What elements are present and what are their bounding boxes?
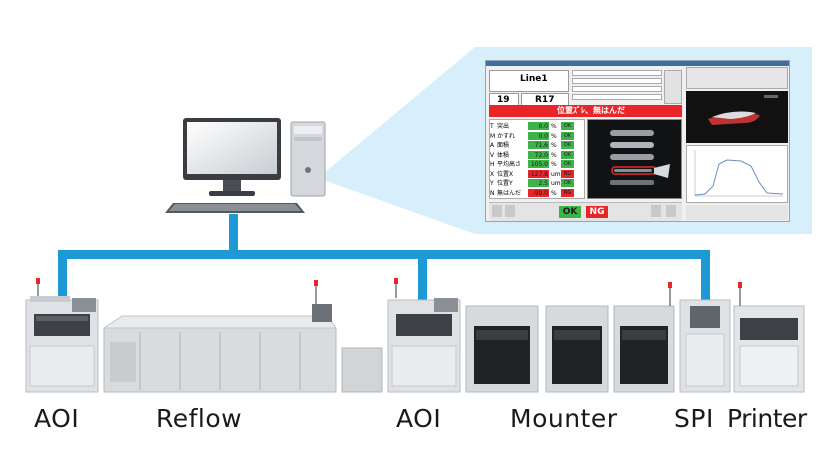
info-field-3: [572, 86, 662, 92]
machine-reflow: [102, 280, 383, 393]
measurement-unit: %: [551, 151, 557, 159]
measurement-key: N: [490, 189, 495, 197]
network-backbone: [58, 250, 710, 259]
defect-banner: 位置ｽﾞﾚ、無はんだ: [489, 105, 682, 117]
measurement-name: 無はんだ: [497, 189, 522, 197]
network-drop-aoi-left: [58, 250, 67, 305]
label-spi: SPI: [674, 404, 714, 433]
measurement-unit: %: [551, 189, 557, 197]
measurement-unit: um: [551, 180, 561, 187]
measurement-key: V: [490, 151, 495, 159]
production-line: [25, 278, 805, 393]
measurement-status: OK: [561, 160, 574, 168]
measurement-value: 71.6: [528, 141, 549, 149]
height-profile-chart: [694, 150, 784, 197]
machine-mounter-1: [465, 305, 539, 393]
ng-button[interactable]: NG: [586, 206, 608, 218]
measurement-key: Y: [490, 180, 494, 187]
info-field-2: [572, 78, 662, 84]
network-drop-aoi-mid: [418, 250, 427, 305]
measurement-key: T: [490, 123, 494, 130]
label-aoi-left: AOI: [34, 404, 80, 433]
network-drop-spi: [701, 250, 710, 305]
profile-graph: [686, 145, 788, 203]
bottom-toolbar: [489, 202, 682, 221]
measurement-key: A: [490, 142, 495, 149]
measurement-key: H: [490, 161, 495, 168]
measurement-value: -127.8: [528, 169, 549, 178]
info-field-4: [572, 94, 662, 100]
component-ref-value: R17: [535, 95, 555, 105]
measurement-key: M: [490, 132, 496, 140]
right-toolbar: [686, 67, 788, 89]
measurement-status: OK: [561, 122, 574, 130]
board-number-value: 19: [497, 95, 510, 105]
toolbar-icon-2[interactable]: [505, 205, 515, 217]
right-bottom-bar: [686, 205, 788, 220]
measurement-value: 105.0: [528, 160, 549, 168]
machine-aoi-left: [25, 278, 99, 393]
measurement-unit: %: [551, 132, 557, 140]
measurement-status: OK: [561, 131, 574, 140]
measurement-name: 位置X: [497, 170, 514, 178]
machine-printer: [733, 282, 805, 393]
solder-pads-image: [610, 130, 670, 185]
nav-buttons[interactable]: [664, 70, 682, 104]
info-field-1: [572, 70, 662, 76]
toolbar-icon-1[interactable]: [492, 205, 502, 217]
measurement-value: 0.0: [528, 122, 549, 130]
toolbar-icon-4[interactable]: [666, 205, 676, 217]
measurement-name: 突出: [497, 123, 510, 130]
machine-mounter-3: [613, 282, 675, 393]
label-aoi-mid: AOI: [396, 404, 442, 433]
computer-workstation: [165, 118, 326, 213]
line-name: Line1: [520, 74, 548, 84]
label-printer: Printer: [727, 404, 807, 433]
network-drop-computer: [229, 214, 238, 258]
toolbar-icon-3[interactable]: [651, 205, 661, 217]
3d-view: [686, 91, 788, 143]
measurement-status: OK: [561, 141, 574, 149]
measurement-name: 平均高さ: [497, 161, 522, 168]
measurement-status: NG: [561, 188, 574, 197]
3d-solder-model: [708, 95, 778, 125]
measurement-key: X: [490, 170, 495, 178]
label-mounter: Mounter: [510, 404, 618, 433]
machine-spi: [679, 299, 731, 393]
measurement-unit: %: [551, 142, 557, 149]
measurement-name: 位置Y: [497, 180, 513, 187]
measurement-name: かすれ: [497, 132, 516, 140]
line-header: Line1: [489, 70, 569, 92]
measurement-name: 体積: [497, 151, 510, 159]
measurement-status: OK: [561, 179, 574, 187]
label-reflow: Reflow: [156, 404, 243, 433]
measurement-value: -99.0: [528, 188, 549, 197]
measurement-unit: %: [551, 123, 557, 130]
machine-aoi-mid: [387, 278, 461, 393]
window-title-bar: [486, 61, 789, 66]
defect-banner-text: 位置ｽﾞﾚ、無はんだ: [557, 106, 625, 115]
solder-image-view: [587, 119, 682, 199]
measurement-unit: um: [551, 170, 561, 178]
measurement-unit: %: [551, 161, 557, 168]
measurement-value: 2.5: [528, 179, 549, 187]
machine-mounter-2: [545, 305, 609, 393]
measurement-status: NG: [561, 169, 574, 178]
ok-button[interactable]: OK: [559, 206, 581, 218]
measurement-name: 面積: [497, 142, 510, 149]
measurement-value: 72.0: [528, 150, 549, 159]
measurement-value: 0.0: [528, 131, 549, 140]
measurement-status: OK: [561, 150, 574, 159]
